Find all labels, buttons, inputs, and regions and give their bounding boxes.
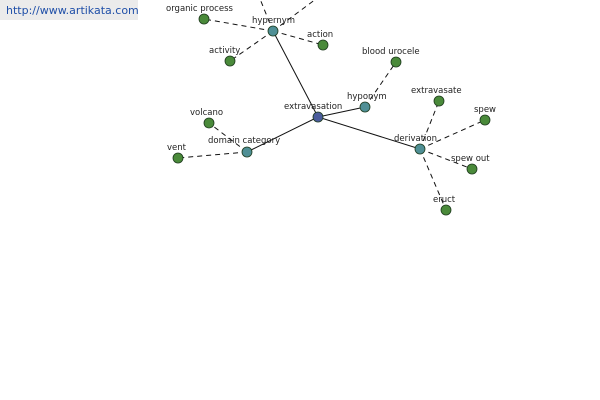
node-label-volcano: volcano bbox=[190, 108, 223, 118]
edge-hyponym-to-blood-urocele bbox=[364, 61, 397, 108]
node-label-action: action bbox=[307, 30, 333, 40]
node-spew-out[interactable] bbox=[466, 163, 478, 175]
node-hypernym[interactable] bbox=[267, 25, 279, 37]
node-domain-category[interactable] bbox=[241, 146, 253, 158]
node-label-derivation: derivation bbox=[394, 134, 437, 144]
node-label-spew: spew bbox=[474, 105, 496, 115]
node-blood-urocele[interactable] bbox=[390, 56, 402, 68]
node-hyponym[interactable] bbox=[359, 101, 371, 113]
edge-extravasation-to-derivation bbox=[317, 116, 421, 150]
edge-extravasation-to-hyponym bbox=[317, 106, 366, 118]
node-vent[interactable] bbox=[172, 152, 184, 164]
node-label-hyponym: hyponym bbox=[347, 92, 387, 102]
node-extravasation[interactable] bbox=[312, 111, 324, 123]
node-derivation[interactable] bbox=[414, 143, 426, 155]
nodes-layer bbox=[172, 13, 491, 216]
node-label-domain-category: domain category bbox=[208, 136, 280, 146]
node-label-organic-process: organic process bbox=[166, 4, 234, 14]
edge-extravasation-to-hypernym bbox=[272, 30, 319, 118]
edge-hypernym-to-offscreen-a bbox=[259, 0, 274, 32]
node-label-eruct: eruct bbox=[433, 195, 456, 205]
node-label-blood-urocele: blood urocele bbox=[362, 47, 420, 57]
edge-hypernym-to-organic-process bbox=[203, 18, 274, 32]
labels-layer: extravasation hypernym hyponym derivation do… bbox=[166, 4, 496, 205]
node-label-extravasate: extravasate bbox=[411, 86, 462, 96]
edge-derivation-to-spew-out bbox=[419, 148, 473, 170]
node-extravasate[interactable] bbox=[433, 95, 445, 107]
node-volcano[interactable] bbox=[203, 117, 215, 129]
edge-extravasation-to-domain-category bbox=[246, 116, 319, 153]
node-label-activity: activity bbox=[209, 46, 240, 56]
node-action[interactable] bbox=[317, 39, 329, 51]
node-label-spew-out: spew out bbox=[451, 154, 490, 164]
node-label-vent: vent bbox=[167, 143, 187, 153]
edge-derivation-to-eruct bbox=[419, 148, 447, 211]
edge-hypernym-to-offscreen-b bbox=[272, 0, 316, 32]
node-label-hypernym: hypernym bbox=[252, 16, 295, 26]
node-activity[interactable] bbox=[224, 55, 236, 67]
edge-derivation-to-spew bbox=[419, 119, 486, 150]
node-spew[interactable] bbox=[479, 114, 491, 126]
edge-domain-category-to-volcano bbox=[208, 122, 248, 153]
node-label-extravasation: extravasation bbox=[284, 102, 342, 112]
node-eruct[interactable] bbox=[440, 204, 452, 216]
artikata-link[interactable]: http://www.artikata.com bbox=[0, 0, 139, 20]
edges-layer bbox=[177, 0, 486, 211]
node-organic-process[interactable] bbox=[198, 13, 210, 25]
edge-domain-category-to-vent bbox=[177, 151, 248, 159]
